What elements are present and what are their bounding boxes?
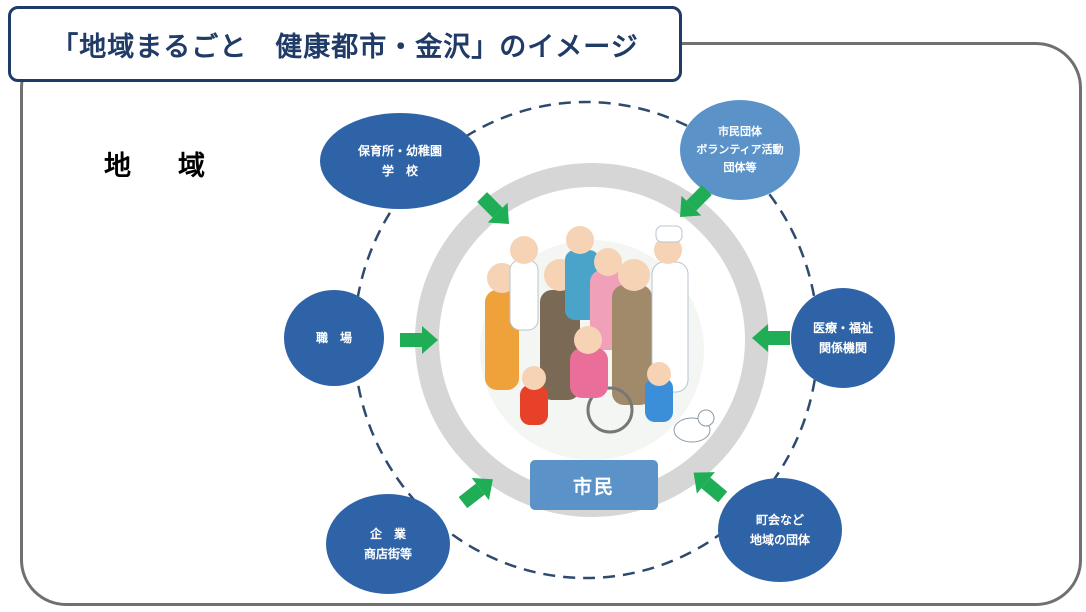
node-workplace	[284, 290, 384, 386]
node-medical	[791, 288, 895, 388]
node-citizen-groups	[680, 100, 800, 200]
citizen-label: 市民	[530, 460, 658, 510]
family-illustration	[480, 225, 715, 460]
node-companies	[326, 494, 450, 594]
node-medical-label: 医療・福祉 関係機関	[812, 321, 873, 355]
node-citizen-groups-label: 市民団体 ボランティア活動 団体等	[696, 125, 784, 174]
node-companies-label: 企 業 商店街等	[363, 527, 412, 561]
node-nursery	[320, 113, 480, 209]
region-label: 地 域	[104, 151, 215, 182]
node-workplace-label: 職 場	[315, 331, 352, 345]
arrow-from-workplace	[400, 326, 438, 354]
node-nursery-label: 保育所・幼稚園 学 校	[357, 144, 442, 178]
arrow-from-citizen-groups	[680, 185, 712, 217]
arrow-from-medical	[752, 324, 790, 352]
arrow-from-nursery	[477, 192, 509, 224]
page-title: 「地域まるごと 健康都市・金沢」のイメージ	[8, 6, 682, 82]
node-community-label: 町会など 地域の団体	[749, 513, 810, 547]
arrow-from-companies	[458, 478, 493, 509]
node-community	[718, 478, 842, 582]
arrow-from-community	[693, 472, 728, 503]
